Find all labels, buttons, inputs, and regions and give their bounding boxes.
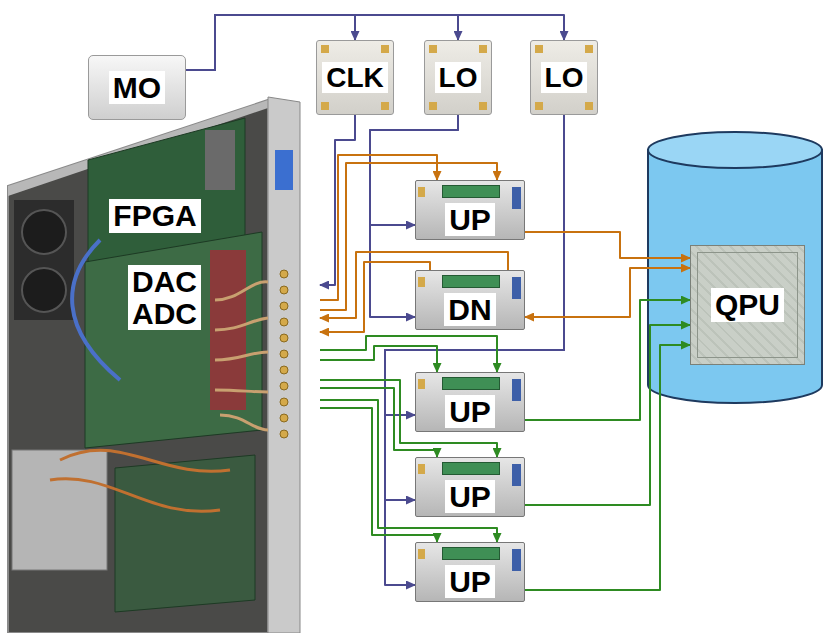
sma-connector — [479, 102, 487, 110]
node-label: LO — [541, 62, 588, 93]
signal-line — [385, 115, 564, 585]
sma-connector — [418, 379, 425, 389]
sma-connector — [418, 549, 425, 559]
node-label: DN — [444, 293, 495, 327]
node-label: QPU — [711, 288, 784, 322]
signal-line — [525, 268, 690, 317]
sma-connector — [479, 45, 487, 53]
signal-line — [320, 336, 497, 372]
bias-block — [512, 549, 521, 571]
power-wires — [50, 450, 230, 511]
bias-block — [512, 464, 521, 486]
bias-block — [512, 187, 521, 209]
cryostat-body — [648, 150, 822, 403]
heatsink — [205, 130, 235, 190]
master-oscillator: MO — [88, 55, 186, 120]
pcb-strip — [442, 547, 500, 560]
sma-connector — [321, 45, 329, 53]
sma-connectors — [280, 270, 288, 438]
bias-block — [512, 379, 521, 401]
coax-cables — [215, 282, 268, 430]
pcb-strip — [442, 275, 500, 288]
chassis-interior — [8, 100, 268, 633]
sma-connector — [429, 102, 437, 110]
node-label: FPGA — [109, 199, 200, 233]
signal-line — [525, 345, 690, 590]
cryostat-top — [648, 132, 822, 168]
power-supply — [12, 450, 107, 570]
sma-connector — [418, 464, 425, 474]
node-label: UP — [445, 395, 495, 429]
fan — [22, 268, 66, 312]
converter-board — [85, 232, 262, 448]
sma-connector — [535, 45, 543, 53]
lo-board: LO — [530, 40, 598, 115]
ribbon-cable — [72, 240, 120, 380]
node-label: UP — [445, 480, 495, 514]
node-label: CLK — [322, 62, 388, 93]
sma-connector — [429, 45, 437, 53]
motherboard — [115, 455, 255, 612]
sma-connector — [381, 45, 389, 53]
sma-connector — [535, 102, 543, 110]
signal-line — [525, 325, 690, 505]
signal-line — [320, 346, 437, 372]
fan-bay — [14, 200, 74, 320]
node-label: LO — [435, 62, 482, 93]
network-port — [275, 150, 293, 190]
clock-board: CLK — [316, 40, 394, 115]
fpga-label: FPGA — [103, 195, 206, 237]
bias-block — [512, 277, 521, 299]
qpu-chip: QPU — [690, 245, 805, 365]
node-label: DAC ADC — [128, 265, 201, 330]
converter-panel: DAC ADC — [125, 262, 320, 452]
pcb-strip — [442, 377, 500, 390]
sma-connector — [418, 187, 425, 197]
lo-board: LO — [424, 40, 492, 115]
sma-connector — [585, 102, 593, 110]
sma-connector — [321, 102, 329, 110]
sma-connector — [381, 102, 389, 110]
upconverter: UP — [415, 457, 525, 517]
pcb-strip — [442, 185, 500, 198]
upconverter: UP — [415, 542, 525, 602]
pcb-strip — [442, 462, 500, 475]
node-label: UP — [445, 565, 495, 599]
node-label: UP — [445, 203, 495, 237]
downconverter: DN — [415, 270, 525, 330]
signal-line — [385, 115, 564, 415]
sma-connector — [585, 45, 593, 53]
signal-line — [525, 300, 690, 420]
signal-line — [525, 232, 690, 258]
sma-connector — [418, 277, 425, 287]
upconverter: UP — [415, 180, 525, 240]
signal-line — [320, 262, 430, 332]
node-label: MO — [109, 71, 165, 105]
front-panel — [268, 97, 300, 633]
upconverter: UP — [415, 372, 525, 432]
fan — [22, 210, 66, 254]
